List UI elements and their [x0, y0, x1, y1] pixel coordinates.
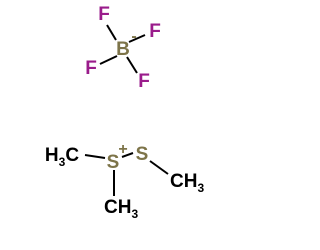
chemical-structure: F F F F B - H3C S + S CH3 CH3 — [45, 4, 205, 221]
tetrafluoroborate-anion: F F F F B - — [85, 4, 161, 92]
methyl-right-label: CH3 — [170, 171, 204, 195]
methyl-left-label: H3C — [45, 145, 79, 169]
bond-b-f-top — [106, 24, 117, 41]
sulfur-neutral-atom: S — [136, 144, 149, 165]
bond-b-f-left — [99, 55, 118, 65]
sulfur-charged-atom: S — [107, 152, 120, 173]
fluorine-bottom: F — [138, 71, 150, 92]
methyl-bottom-label: CH3 — [104, 197, 138, 221]
sulfonium-cation: H3C S + S CH3 CH3 — [45, 141, 205, 221]
sulfur-positive-charge: + — [118, 141, 127, 158]
boron-atom: B — [116, 39, 130, 60]
bond-s-c-right — [149, 160, 169, 175]
bond-b-f-bottom — [126, 56, 138, 74]
fluorine-top: F — [98, 4, 110, 25]
bond-b-f-right — [128, 34, 146, 43]
bond-c-s-left — [84, 154, 106, 159]
bond-s-s — [121, 152, 134, 158]
boron-negative-charge: - — [131, 28, 136, 45]
fluorine-left: F — [85, 58, 97, 79]
fluorine-right: F — [149, 21, 161, 42]
